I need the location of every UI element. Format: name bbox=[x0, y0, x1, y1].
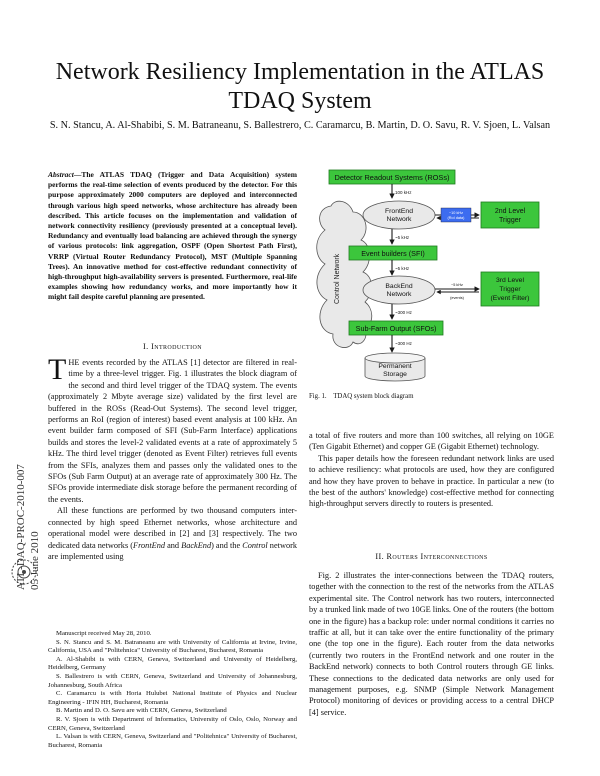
rate-label: 100 kHz bbox=[395, 190, 412, 195]
l2-link-label: ~10 kHz bbox=[449, 211, 463, 215]
rate-label: ~5 kHz bbox=[395, 235, 410, 240]
ef-link-label: ~5 kHz bbox=[451, 283, 463, 287]
backend-network-cloud: BackEnd Network bbox=[362, 275, 436, 305]
svg-text:Detector Readout Systems (ROSs: Detector Readout Systems (ROSs) bbox=[334, 173, 449, 182]
svg-text:Storage: Storage bbox=[383, 371, 407, 378]
author-footnotes: Manuscript received May 28, 2010. S. N. … bbox=[48, 630, 297, 750]
control-network-cloud: Control Network bbox=[316, 200, 373, 348]
svg-text:(Event Filter): (Event Filter) bbox=[491, 295, 530, 302]
l2-trigger-box: 2nd Level Trigger bbox=[480, 201, 540, 229]
svg-text:Trigger: Trigger bbox=[499, 217, 522, 224]
intro-paragraph-1: HE events recorded by the ATLAS [1] dete… bbox=[48, 358, 297, 504]
rate-label: ~300 Hz bbox=[395, 310, 413, 315]
svg-text:3rd Level: 3rd Level bbox=[496, 277, 524, 284]
routers-section-body: Fig. 2 illustrates the inter-connections… bbox=[309, 570, 554, 718]
right-column-text: a total of five routers and more than 10… bbox=[309, 430, 554, 510]
svg-text:Trigger: Trigger bbox=[499, 286, 521, 293]
paragraph: Fig. 2 illustrates the inter-connections… bbox=[309, 571, 554, 717]
section-heading-routers: II. Routers Interconnections bbox=[309, 552, 554, 561]
footnote: A. Al-Shabibi is with CERN, Geneva, Swit… bbox=[48, 655, 297, 672]
caption-label: Fig. 1. bbox=[309, 393, 327, 400]
footnote: L. Valsan is with CERN, Geneva, Switzerl… bbox=[48, 733, 297, 749]
ef-link-label: (events) bbox=[450, 296, 464, 300]
caption-text: TDAQ system block diagram bbox=[333, 393, 414, 400]
l2-link-label: (RoI data) bbox=[448, 216, 466, 220]
footnote: S. Ballestrero is with CERN, Geneva, Swi… bbox=[48, 672, 297, 689]
svg-text:Network: Network bbox=[387, 216, 413, 223]
svg-text:Sub-Farm Output (SFOs): Sub-Farm Output (SFOs) bbox=[356, 324, 437, 333]
abstract-text: —The ATLAS TDAQ (Trigger and Data Acquis… bbox=[48, 170, 297, 302]
paragraph: This paper details how the foreseen redu… bbox=[309, 453, 554, 509]
svg-text:Permanent: Permanent bbox=[378, 363, 411, 370]
drop-cap: T bbox=[48, 353, 67, 386]
author-list: S. N. Stancu, A. Al-Shabibi, S. M. Batra… bbox=[49, 120, 551, 131]
abstract: Abstract—The ATLAS TDAQ (Trigger and Dat… bbox=[48, 170, 297, 303]
figure-caption: Fig. 1. TDAQ system block diagram bbox=[309, 392, 554, 401]
permanent-storage-cylinder: Permanent Storage bbox=[364, 352, 426, 382]
svg-text:Event builders (SFI): Event builders (SFI) bbox=[361, 249, 425, 258]
l2-link-label-bg bbox=[440, 207, 472, 223]
section-number: II. bbox=[375, 552, 385, 561]
sfi-box: Event builders (SFI) bbox=[348, 245, 438, 261]
section-title: Routers Interconnections bbox=[386, 552, 488, 561]
paper-title: Network Resiliency Implementation in the… bbox=[55, 59, 545, 114]
footnote: Manuscript received May 28, 2010. bbox=[56, 630, 152, 637]
paragraph: a total of five routers and more than 10… bbox=[309, 431, 554, 452]
control-network-label: Control Network bbox=[334, 253, 341, 304]
svg-text:Network: Network bbox=[387, 291, 413, 298]
footnote: B. Martin and D. O. Savu are with CERN, … bbox=[56, 707, 227, 715]
event-filter-box: 3rd Level Trigger (Event Filter) bbox=[480, 271, 540, 307]
ros-box: Detector Readout Systems (ROSs) bbox=[328, 169, 456, 185]
intro-paragraph-2: All these functions are performed by two… bbox=[48, 506, 297, 561]
footnote: C. Caramarcu is with Horia Hulubei Natio… bbox=[48, 690, 297, 706]
svg-text:2nd Level: 2nd Level bbox=[495, 208, 526, 215]
cern-logo-icon bbox=[11, 559, 37, 585]
svg-text:FrontEnd: FrontEnd bbox=[385, 208, 413, 215]
section-number: I. bbox=[143, 342, 149, 351]
svg-text:BackEnd: BackEnd bbox=[385, 283, 412, 290]
document-id-stamp: ATL-DAQ-PROC-2010-007 05 June 2010 bbox=[4, 440, 44, 590]
section-title: Introduction bbox=[151, 342, 202, 351]
rate-label: ~300 Hz bbox=[395, 341, 413, 346]
section-heading-introduction: I. Introduction bbox=[48, 342, 297, 351]
rate-label: ~5 kHz bbox=[395, 266, 410, 271]
footnote: S. N. Stancu and S. M. Batraneanu are wi… bbox=[48, 638, 297, 655]
frontend-network-cloud: FrontEnd Network bbox=[362, 200, 436, 230]
abstract-lead: Abstract bbox=[48, 170, 74, 179]
tdaq-block-diagram: Control Network Detector Readout Systems… bbox=[316, 169, 540, 382]
sfo-box: Sub-Farm Output (SFOs) bbox=[348, 320, 444, 336]
footnote: R. V. Sjoen is with Department of Inform… bbox=[48, 715, 297, 732]
